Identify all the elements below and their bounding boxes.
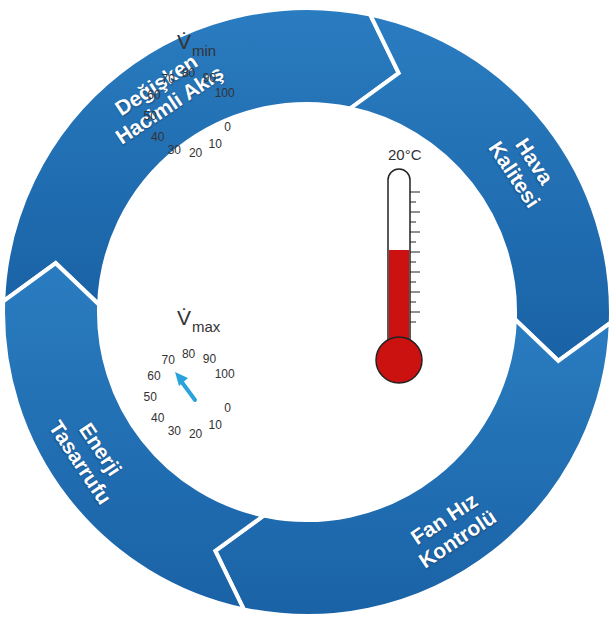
dial-number: 80 (182, 347, 195, 361)
thermometer (376, 169, 422, 383)
dial-number: 90 (203, 352, 216, 366)
subscript: min (192, 42, 216, 59)
segment-outline (3, 8, 399, 305)
segment-label: Hava Kalitesi (468, 101, 580, 236)
dial-number: 60 (147, 369, 160, 383)
dial-number: 40 (151, 130, 164, 144)
dial-number: 0 (224, 401, 231, 415)
dial-number: 70 (162, 353, 175, 367)
dial-number: 20 (189, 146, 202, 160)
dial-number: 30 (168, 143, 181, 157)
dial-number: 100 (215, 86, 235, 100)
dial-number: 40 (151, 411, 164, 425)
flow-symbol: V̇ (177, 30, 191, 54)
dial-number: 90 (203, 71, 216, 85)
dial-number: 100 (215, 367, 235, 381)
dial-pointer (175, 372, 195, 400)
dial-number: 0 (224, 120, 231, 134)
dial-pointer (176, 104, 192, 137)
dial-number: 20 (189, 427, 202, 441)
segment-label: Fan Hız Kontrolü (375, 467, 527, 590)
dial-number: 80 (182, 66, 195, 80)
segment-outline (350, 15, 611, 361)
segment-label: Enerji Tasarrufu (29, 380, 152, 532)
flow-symbol: V̇ (177, 306, 191, 330)
subscript: max (192, 318, 220, 335)
dial-number: 60 (147, 88, 160, 102)
dial-number: 70 (162, 72, 175, 86)
dial-number: 50 (143, 390, 156, 404)
dial-number: 10 (208, 418, 221, 432)
temperature-value: 20°C (388, 146, 422, 163)
dial-number: 30 (168, 424, 181, 438)
segment-outline (215, 319, 611, 616)
dial-number: 10 (208, 137, 221, 151)
segment-outline (3, 263, 264, 609)
dial-number: 50 (143, 109, 156, 123)
